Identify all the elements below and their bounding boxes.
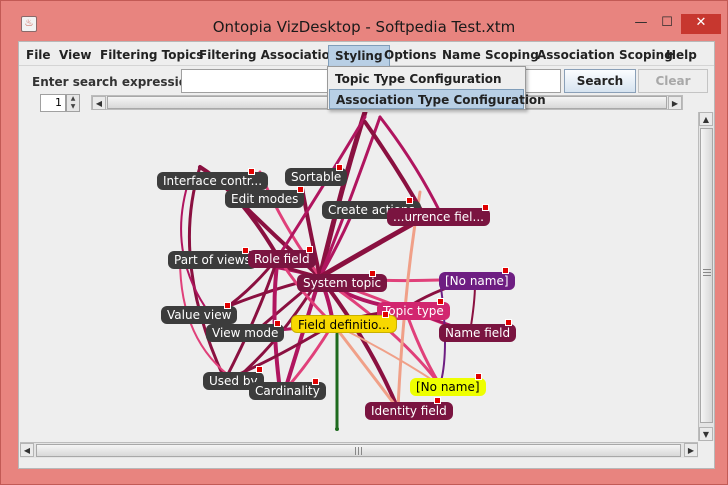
- node-badge-icon: [248, 168, 255, 175]
- window-title: Ontopia VizDesktop - Softpedia Test.xtm: [212, 18, 516, 36]
- grip-line: [358, 447, 359, 455]
- maximize-button[interactable]: ☐: [661, 15, 673, 30]
- node-part-of-views[interactable]: Part of views: [168, 251, 257, 269]
- close-button[interactable]: ✕: [681, 14, 721, 34]
- node-badge-icon: [382, 311, 389, 318]
- grip-line: [361, 447, 362, 455]
- scroll-left-icon[interactable]: ◀: [20, 443, 34, 457]
- node-edit-modes[interactable]: Edit modes: [225, 190, 305, 208]
- node-badge-icon: [312, 378, 319, 385]
- graph-edge: [180, 176, 211, 315]
- menu-filtering-topics[interactable]: Filtering Topics: [100, 48, 204, 62]
- clear-button[interactable]: Clear: [638, 69, 708, 93]
- node-identity-field[interactable]: Identity field: [365, 402, 453, 420]
- scroll-down-icon[interactable]: ▼: [699, 427, 713, 441]
- node-badge-icon: [437, 298, 444, 305]
- node-badge-icon: [274, 320, 281, 327]
- menu-filtering-associations[interactable]: Filtering Associations: [199, 48, 346, 62]
- graph-edge: [439, 279, 446, 386]
- node-badge-icon: [256, 366, 263, 373]
- graph-edge: [276, 115, 367, 259]
- graph-edge: [179, 258, 236, 381]
- node-role-field[interactable]: Role field: [248, 250, 316, 268]
- main-panel: File View Filtering Topics Filtering Ass…: [18, 41, 715, 469]
- node-interface-control[interactable]: Interface contr...: [157, 172, 269, 190]
- locality-spinner[interactable]: 1 ▲ ▼: [40, 94, 80, 112]
- menu-styling[interactable]: Styling: [328, 45, 390, 67]
- node-no-name-1[interactable]: [No name]: [439, 272, 515, 290]
- node-no-name-2[interactable]: [No name]: [410, 378, 486, 396]
- vertical-scrollbar[interactable]: ▲ ▼: [698, 112, 714, 441]
- menu-bar: File View Filtering Topics Filtering Ass…: [19, 42, 714, 67]
- horizontal-scroll-thumb[interactable]: [36, 444, 681, 457]
- graph-edge: [331, 322, 400, 411]
- node-badge-icon: [482, 204, 489, 211]
- scroll-right-icon[interactable]: ▶: [684, 443, 698, 457]
- menu-item-association-type-configuration[interactable]: Association Type Configuration: [329, 89, 546, 109]
- menu-file[interactable]: File: [26, 48, 51, 62]
- node-cardinality[interactable]: Cardinality: [249, 382, 326, 400]
- menu-help[interactable]: Help: [666, 48, 697, 62]
- menu-name-scoping[interactable]: Name Scoping: [442, 48, 539, 62]
- horizontal-scrollbar[interactable]: ◀ ▶: [20, 442, 698, 458]
- menu-association-scoping[interactable]: Association Scoping: [537, 48, 673, 62]
- node-view-mode[interactable]: View mode: [206, 324, 285, 342]
- node-badge-icon: [336, 164, 343, 171]
- search-label: Enter search expression: [32, 75, 196, 89]
- graph-node-end: [335, 427, 339, 431]
- node-name-field[interactable]: Name field: [439, 324, 517, 342]
- menu-options[interactable]: Options: [384, 48, 437, 62]
- grip-line: [703, 269, 711, 270]
- spinner-up-icon[interactable]: ▲: [70, 95, 76, 102]
- graph-edge: [317, 112, 368, 280]
- node-field-definition[interactable]: Field definitio...: [291, 315, 397, 333]
- minimize-button[interactable]: —: [634, 15, 648, 30]
- graph-canvas[interactable]: Interface contr... Sortable Edit modes C…: [20, 112, 697, 441]
- node-badge-icon: [406, 197, 413, 204]
- graph-edge: [378, 115, 442, 214]
- scroll-right-icon[interactable]: ▶: [668, 96, 682, 110]
- node-system-topic[interactable]: System topic: [297, 274, 388, 292]
- spinner-buttons: ▲ ▼: [66, 94, 80, 112]
- java-app-icon: ♨: [21, 16, 37, 32]
- node-topic-type[interactable]: Topic type: [377, 302, 450, 320]
- graph-edge: [272, 255, 282, 392]
- vertical-scroll-thumb[interactable]: [700, 128, 713, 423]
- search-button[interactable]: Search: [564, 69, 636, 93]
- scroll-left-icon[interactable]: ◀: [92, 96, 106, 110]
- node-badge-icon: [475, 373, 482, 380]
- grip-line: [703, 275, 711, 276]
- node-occurrence-field[interactable]: ...urrence fiel...: [387, 208, 490, 226]
- graph-edge: [223, 255, 280, 382]
- node-badge-icon: [502, 267, 509, 274]
- styling-dropdown: Topic Type Configuration Association Typ…: [327, 66, 546, 110]
- scroll-up-icon[interactable]: ▲: [699, 112, 713, 126]
- grip-line: [703, 272, 711, 273]
- node-badge-icon: [369, 270, 376, 277]
- grip-line: [355, 447, 356, 455]
- node-used-by[interactable]: Used by: [203, 372, 264, 390]
- spinner-down-icon[interactable]: ▼: [70, 103, 76, 110]
- graph-edge: [318, 275, 400, 411]
- title-bar[interactable]: ♨ Ontopia VizDesktop - Softpedia Test.xt…: [1, 1, 727, 41]
- graph-edge: [187, 165, 227, 382]
- menu-view[interactable]: View: [59, 48, 92, 62]
- spinner-value[interactable]: 1: [40, 94, 66, 112]
- node-sortable[interactable]: Sortable: [285, 168, 348, 186]
- node-value-view[interactable]: Value view: [161, 306, 238, 324]
- node-badge-icon: [242, 247, 249, 254]
- node-badge-icon: [505, 319, 512, 326]
- menu-item-topic-type-configuration[interactable]: Topic Type Configuration: [335, 72, 502, 86]
- graph-edge: [318, 115, 382, 279]
- node-badge-icon: [297, 186, 304, 193]
- node-badge-icon: [306, 246, 313, 253]
- node-badge-icon: [224, 302, 231, 309]
- node-badge-icon: [434, 397, 441, 404]
